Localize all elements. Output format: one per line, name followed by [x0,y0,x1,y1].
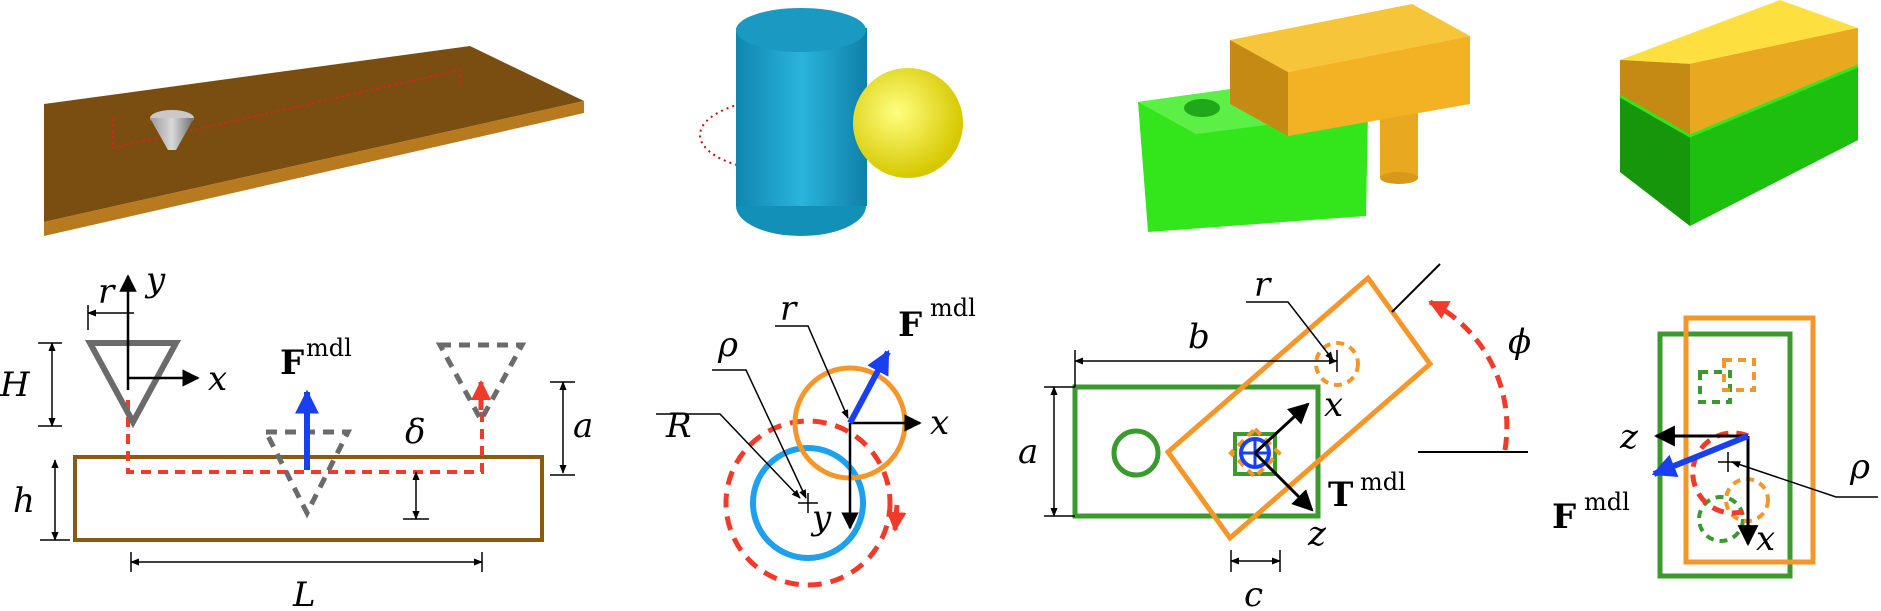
label-b: b [1188,317,1210,357]
label-x: x [1756,519,1775,559]
cylinder-icon [736,8,867,236]
stacked-block-icon [1619,0,1859,226]
tool-triangle-end [435,342,527,426]
label-c: c [1244,575,1263,611]
sphere-icon [853,68,963,178]
stacked-block-render [1619,0,1859,226]
phi-reference-line [1391,263,1441,313]
green-circle-dashed [1697,495,1745,543]
tool-triangle-start [84,340,182,429]
force-arrow [1651,433,1750,478]
force-arrow [847,349,891,425]
rotation-path [1690,430,1749,516]
label-force-sup: mdl [930,294,976,322]
label-x: x [208,359,227,399]
label-x: x [930,403,949,443]
phi-arc [1428,299,1510,451]
schematic-board: r y x H h L a δ F mdl [0,260,593,611]
label-R: R [665,406,692,446]
peg-square [1233,432,1277,476]
green-block-outline [1072,384,1321,519]
peg-block-render [1138,4,1470,232]
label-z: z [1307,514,1327,554]
label-r: r [1254,265,1272,305]
label-force-sup: mdl [1584,488,1630,516]
schematic-stacked-blocks: z x ρ F mdl [1552,315,1878,579]
label-force: F [898,305,922,345]
label-r: r [98,272,116,312]
label-x: x [1324,385,1343,425]
yellow-block-outline [1683,315,1816,565]
rho-leader [712,369,807,499]
orbit-arrow [886,504,907,532]
label-z: z [1619,417,1639,457]
orbit-path [723,418,893,588]
z-axis [1253,451,1314,512]
hole-circle [1111,428,1161,478]
cylinder-circle [750,445,866,561]
wood-board-render [44,46,584,236]
label-rho: ρ [717,325,738,365]
label-r: r [780,289,798,329]
label-y: y [810,498,832,538]
cone-tool-icon [150,110,194,150]
peg-block-icon [1138,4,1470,232]
tool-path [126,400,484,474]
label-delta: δ [405,412,425,452]
label-force-sup: mdl [306,334,352,362]
label-force: F [1552,497,1576,537]
rho-leader [1731,461,1878,498]
label-torque-sup: mdl [1360,468,1406,496]
label-a: a [573,406,593,446]
schematic-cylinder-sphere: r ρ R x y F mdl [656,289,976,588]
orange-square-dashed [1722,358,1756,392]
schematic-peg-block: r b a x z c ϕ T mdl [1018,263,1531,611]
label-a: a [1018,432,1038,472]
label-L: L [292,575,316,611]
label-h: h [13,481,35,521]
label-phi: ϕ [1508,322,1531,362]
cylinder-sphere-render [699,8,963,236]
label-H: H [0,365,31,405]
label-y: y [144,260,166,300]
yellow-block-outline [1164,274,1434,542]
label-rho: ρ [1849,447,1870,487]
peg-circle-dashed [1314,341,1360,387]
green-square-dashed [1698,370,1732,404]
r-leader [775,325,849,419]
label-torque: T [1328,475,1353,515]
x-axis [1253,402,1310,455]
r-leader [1246,301,1334,361]
label-force: F [280,343,304,383]
R-leader [656,413,801,499]
